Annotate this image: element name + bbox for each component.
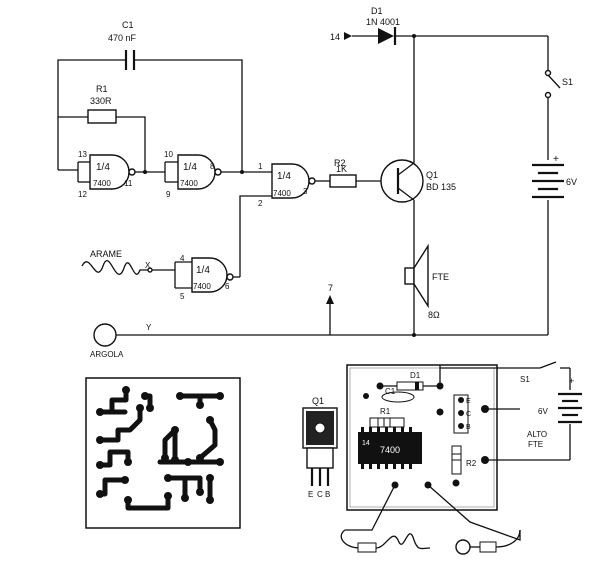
layout-battery-value: 6V: [538, 407, 548, 416]
diode-d1: 14 D1 1N 4001: [330, 6, 548, 45]
layout-pin-e: E: [466, 398, 471, 405]
q1-package-label: Q1: [312, 396, 324, 406]
battery-plus: +: [553, 154, 559, 165]
pcb-artwork: [85, 377, 241, 529]
g4-pin-a: 4: [180, 254, 185, 263]
d1-value: 1N 4001: [366, 17, 400, 27]
layout-pin-b: B: [466, 424, 471, 431]
g4-fraction: 1/4: [196, 265, 210, 276]
switch-s1: S1: [544, 36, 573, 160]
g1-pin-b: 12: [78, 190, 87, 199]
layout-fte: FTE: [528, 440, 543, 449]
layout-r2: R2: [466, 459, 477, 468]
layout-ic-pin: 14: [362, 440, 370, 447]
nand-gate-2: 1/4 7400 10 9 8: [145, 150, 270, 199]
nand-gate-4: 1/4 7400 4 5 6 ARAME X: [81, 249, 240, 301]
layout-ic: 7400: [380, 445, 400, 455]
g3-pin-out: 3: [303, 187, 308, 196]
g2-chip: 7400: [180, 179, 198, 188]
layout-battery-plus: +: [569, 376, 574, 386]
battery-6v: + 6V: [532, 154, 577, 335]
g4-pin-out: 6: [225, 282, 230, 291]
g4-chip: 7400: [193, 282, 211, 291]
g2-pin-out: 8: [210, 162, 215, 171]
speaker-value: 8Ω: [428, 310, 440, 320]
argola-label: ARGOLA: [90, 350, 124, 359]
component-layout: D1 C1 R1 7400 14 E C B R2: [340, 361, 582, 555]
layout-alto: ALTO: [527, 430, 547, 439]
g3-chip: 7400: [273, 189, 291, 198]
pin7-label: 7: [328, 283, 333, 293]
q1-package: Q1 E C B: [302, 396, 338, 499]
layout-s1: S1: [520, 375, 530, 384]
node-y-label: Y: [146, 323, 152, 332]
d1-label: D1: [371, 6, 383, 16]
q1-label: Q1: [426, 170, 438, 180]
g1-pin-a: 13: [78, 150, 87, 159]
layout-r1: R1: [380, 407, 391, 416]
g2-pin-b: 9: [166, 190, 171, 199]
r1-value: 330R: [90, 96, 112, 106]
r2-value: 1K: [336, 164, 347, 174]
schematic: C1 470 nF R1 330R 1/4 7400 13 12 11: [57, 6, 577, 359]
r1-label: R1: [96, 84, 108, 94]
g3-fraction: 1/4: [277, 171, 291, 182]
layout-d1: D1: [410, 371, 421, 380]
g2-pin-a: 10: [164, 150, 173, 159]
g1-chip: 7400: [93, 179, 111, 188]
g2-fraction: 1/4: [183, 162, 197, 173]
g3-pin-a: 1: [258, 162, 263, 171]
ground-line: 7 Y ARGOLA: [90, 283, 548, 359]
layout-pin-c: C: [466, 411, 471, 418]
c1-value: 470 nF: [108, 33, 137, 43]
capacitor-c1: C1 470 nF: [57, 20, 243, 170]
node-x-label: X: [145, 261, 151, 270]
c1-label: C1: [122, 20, 134, 30]
resistor-r1: R1 330R: [58, 84, 146, 174]
layout-c1: C1: [385, 387, 396, 396]
g3-pin-b: 2: [258, 199, 263, 208]
speaker-label: FTE: [432, 272, 449, 282]
transistor-q1: Q1 BD 135: [380, 36, 456, 240]
g1-pin-out: 11: [124, 179, 133, 188]
q1-pin-b: B: [325, 490, 330, 499]
g1-fraction: 1/4: [96, 162, 110, 173]
g4-pin-b: 5: [180, 292, 185, 301]
r2-label: R2: [334, 158, 346, 168]
q1-value: BD 135: [426, 182, 456, 192]
s1-label: S1: [562, 77, 573, 87]
nand-gate-1: 1/4 7400 13 12 11: [58, 150, 147, 199]
arame-label: ARAME: [90, 249, 122, 259]
q1-pin-e: E: [308, 490, 313, 499]
speaker-fte: FTE 8Ω: [404, 240, 449, 335]
q1-pin-c: C: [317, 490, 323, 499]
battery-value: 6V: [566, 177, 577, 187]
nand-gate-3: 1/4 7400 1 2 3: [239, 162, 330, 277]
pin14-label: 14: [330, 32, 340, 42]
